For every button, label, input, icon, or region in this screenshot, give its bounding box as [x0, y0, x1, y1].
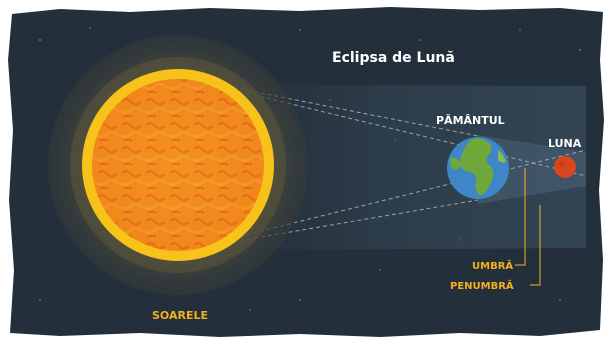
sun: [48, 35, 308, 295]
umbra-label: UMBRĂ: [472, 259, 513, 272]
moon-label: LUNA: [548, 137, 582, 150]
penumbra-cone: [250, 85, 586, 250]
earth-land: [460, 138, 494, 196]
penumbra-label: PENUMBRĂ: [450, 279, 514, 292]
umbra-pointer: [515, 168, 526, 266]
sun-label: SOARELE: [152, 309, 208, 322]
umbra-cone: [478, 135, 586, 204]
penumbra-pointer: [530, 205, 541, 286]
earth: [447, 137, 509, 199]
earth-label: PĂMÂNTUL: [436, 114, 505, 127]
pointer-lines: [515, 168, 541, 286]
diagram-title: Eclipsa de Lună: [332, 50, 455, 66]
moon: [554, 156, 576, 178]
